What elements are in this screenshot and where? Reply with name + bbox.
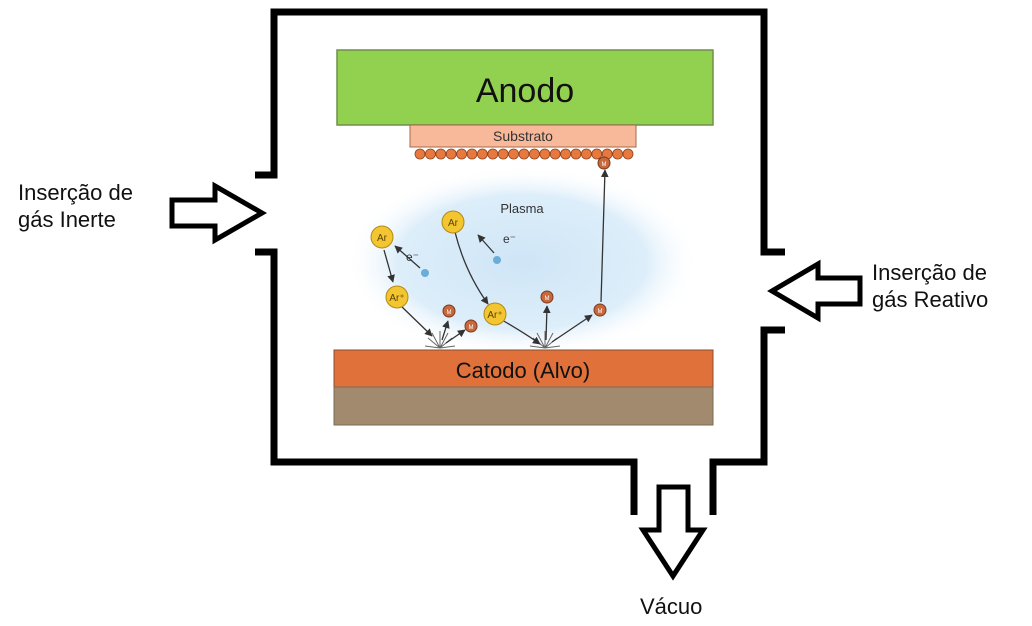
inert-gas-line2: gás Inerte — [18, 207, 116, 232]
chamber-wall — [255, 8, 785, 515]
vacuum-label: Vácuo — [640, 594, 703, 619]
substrate-atom-row — [414, 148, 634, 160]
substrate-atom — [497, 148, 509, 160]
anode-block — [336, 49, 714, 126]
substrate-atom — [570, 148, 582, 160]
substrate-atom — [466, 148, 478, 160]
substrate-atom — [591, 148, 603, 160]
argon-atom: Ar — [441, 210, 465, 234]
cathode-target — [333, 349, 714, 388]
svg-text:M: M — [598, 309, 603, 315]
svg-text:Ar: Ar — [448, 218, 459, 229]
metal-atom: M — [597, 156, 611, 170]
vacuum-arrow-icon — [638, 484, 708, 581]
reactive-gas-inlet-label: Inserção de gás Reativo — [872, 259, 988, 313]
inert-gas-arrow-icon — [169, 181, 268, 245]
metal-atom: M — [540, 290, 554, 304]
plasma-label: Plasma — [500, 201, 544, 216]
metal-atom: M — [593, 303, 607, 317]
electron: e⁻ — [493, 232, 516, 264]
substrate-atom — [518, 148, 530, 160]
svg-text:M: M — [469, 325, 474, 331]
inert-gas-inlet-label: Inserção de gás Inerte — [18, 179, 133, 233]
svg-text:Ar: Ar — [377, 233, 388, 244]
svg-text:Ar⁺: Ar⁺ — [389, 293, 404, 304]
substrate-atom — [622, 148, 634, 160]
substrate-atom — [508, 148, 519, 160]
metal-atom: M — [464, 319, 478, 333]
particle-trajectories — [383, 169, 609, 345]
svg-text:M: M — [602, 162, 607, 168]
reactive-gas-line2: gás Reativo — [872, 287, 989, 312]
substrate-block — [409, 124, 637, 148]
substrate-atom — [581, 148, 592, 160]
svg-text:e⁻: e⁻ — [503, 232, 516, 246]
reactive-gas-line1: Inserção de — [872, 260, 987, 285]
substrate-atom — [424, 148, 436, 160]
argon-ion: Ar⁺ — [483, 302, 507, 326]
svg-text:e⁻: e⁻ — [406, 250, 419, 264]
argon-atom: Ar — [370, 225, 394, 249]
anode-label: Anodo — [476, 72, 574, 110]
plasma-cloud — [344, 166, 700, 358]
inert-gas-line1: Inserção de — [18, 180, 133, 205]
reactive-gas-arrow-icon — [767, 259, 863, 323]
substrate-atom — [414, 148, 426, 160]
electron: e⁻ — [406, 250, 429, 277]
substrate-atom — [456, 148, 468, 160]
svg-text:Ar⁺: Ar⁺ — [487, 310, 502, 321]
argon-ion: Ar⁺ — [385, 285, 409, 309]
substrate-atom — [487, 148, 499, 160]
substrate-atom — [549, 148, 561, 160]
metal-atom: M — [442, 304, 456, 318]
svg-text:M: M — [447, 310, 452, 316]
substrate-atom — [539, 148, 551, 160]
cathode-label: Catodo (Alvo) — [456, 358, 591, 383]
svg-text:M: M — [545, 296, 550, 302]
substrate-atom — [435, 148, 447, 160]
substrate-atom — [445, 148, 457, 160]
substrate-label: Substrato — [493, 128, 553, 144]
cathode-base — [333, 386, 714, 426]
substrate-atom — [529, 148, 540, 160]
substrate-atom — [476, 148, 488, 160]
substrate-atom — [612, 148, 623, 160]
substrate-atom — [560, 148, 571, 160]
